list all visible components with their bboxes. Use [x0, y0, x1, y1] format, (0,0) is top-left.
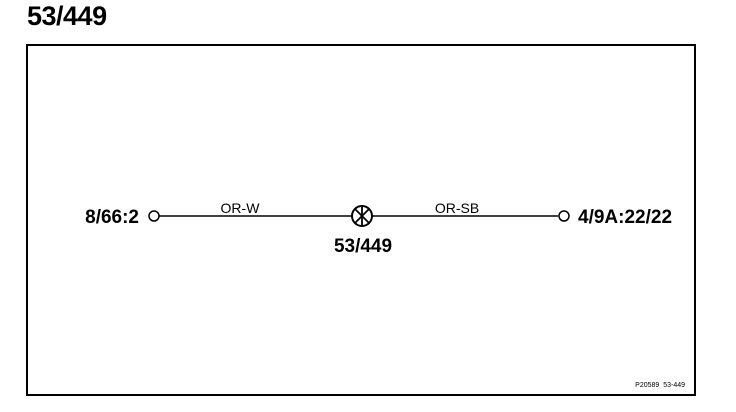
splice-crossed-circle-icon [351, 205, 373, 227]
wire-label-right: OR-SB [435, 200, 479, 216]
splice-label: 53/449 [334, 236, 392, 257]
page-title: 53/449 [27, 1, 107, 31]
wire-label-left: OR-W [221, 200, 261, 216]
diagram-frame [26, 44, 696, 396]
figure-reference: P20589 53-449 [635, 382, 685, 389]
right-terminal-icon [558, 210, 570, 222]
left-terminal-label: 8/66:2 [85, 207, 139, 228]
right-terminal-label: 4/9A:22/22 [578, 207, 672, 228]
left-terminal-icon [148, 210, 160, 222]
